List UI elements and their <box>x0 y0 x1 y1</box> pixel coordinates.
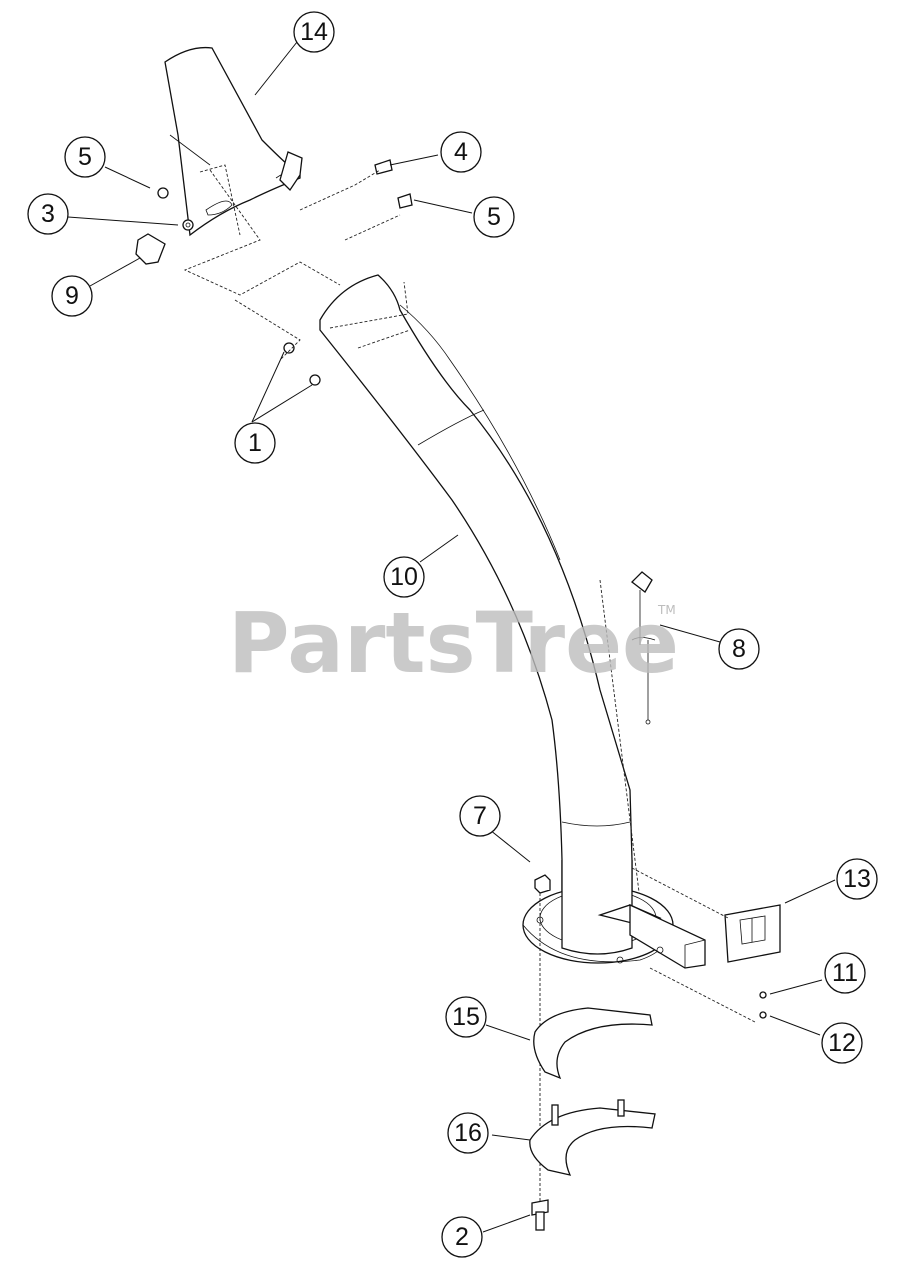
svg-text:8: 8 <box>732 635 746 663</box>
svg-text:1: 1 <box>248 429 262 457</box>
callout-11: 11 <box>824 952 866 994</box>
svg-text:14: 14 <box>300 18 328 46</box>
svg-text:12: 12 <box>828 1029 856 1057</box>
callout-4: 4 <box>440 131 482 173</box>
callout-16: 16 <box>447 1112 489 1154</box>
lower-hardware <box>529 874 767 1231</box>
callout-5-right: 5 <box>473 196 515 238</box>
svg-text:7: 7 <box>473 802 487 830</box>
svg-text:16: 16 <box>454 1119 482 1147</box>
callout-13: 13 <box>836 858 878 900</box>
callout-9: 9 <box>51 275 93 317</box>
callout-3: 3 <box>27 193 69 235</box>
svg-text:13: 13 <box>843 865 871 893</box>
chute-pin-clip <box>631 571 656 725</box>
leader-lines <box>67 41 836 1233</box>
svg-text:2: 2 <box>455 1223 469 1251</box>
assembly-guide-lines <box>183 169 401 361</box>
svg-text:15: 15 <box>452 1003 480 1031</box>
svg-text:4: 4 <box>454 138 468 166</box>
decal-plate <box>631 867 781 963</box>
trademark-symbol: TM <box>657 603 676 617</box>
svg-text:5: 5 <box>487 203 501 231</box>
chute-base-flange <box>522 860 706 969</box>
callout-8: 8 <box>718 628 760 670</box>
callout-14: 14 <box>293 11 335 53</box>
svg-text:9: 9 <box>65 282 79 310</box>
callout-10: 10 <box>383 556 425 598</box>
callout-12: 12 <box>821 1022 863 1064</box>
chute-deflector <box>164 46 303 237</box>
callout-1: 1 <box>234 422 276 464</box>
callout-15: 15 <box>445 996 487 1038</box>
callout-2: 2 <box>441 1216 483 1258</box>
svg-text:11: 11 <box>832 959 858 987</box>
upper-hardware <box>135 159 413 386</box>
callout-7: 7 <box>459 795 501 837</box>
svg-text:3: 3 <box>41 200 55 228</box>
svg-text:10: 10 <box>390 563 418 591</box>
svg-text:5: 5 <box>78 143 92 171</box>
callout-5-upper: 5 <box>64 136 106 178</box>
partstree-watermark: PartsTree <box>228 594 679 692</box>
